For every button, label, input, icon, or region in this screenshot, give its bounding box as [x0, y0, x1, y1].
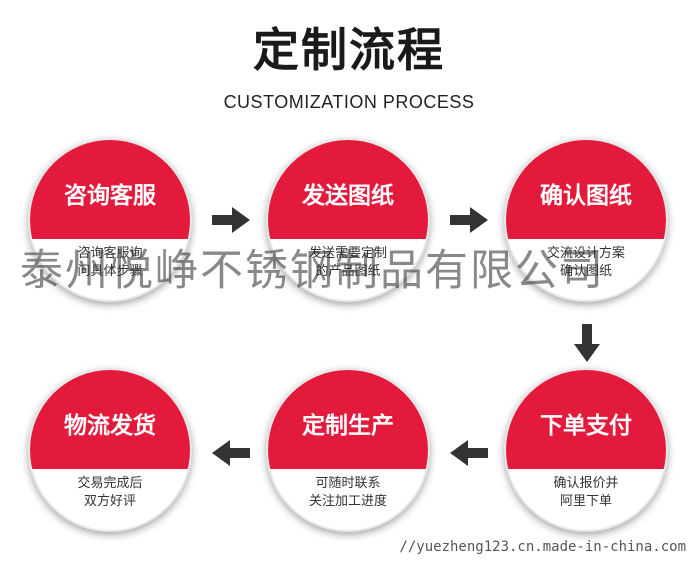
page-subtitle: CUSTOMIZATION PROCESS: [223, 92, 475, 112]
arrow-down-icon: [574, 324, 600, 362]
arrow-left-icon: [450, 440, 488, 466]
step-desc-line2: 关注加工进度: [308, 494, 387, 509]
step-desc-line2: 双方好评: [83, 494, 136, 509]
arrow-left-icon: [212, 440, 250, 466]
step-title: 确认图纸: [540, 182, 632, 209]
step-shipping: 物流发货 交易完成后 双方好评: [28, 368, 192, 532]
step-desc-line1: 交流设计方案: [546, 246, 625, 262]
step-desc-line2: 问具体步骤: [77, 264, 143, 279]
step-consult: 咨询客服 咨询客服询 问具体步骤: [28, 138, 192, 302]
step-header-band: [30, 140, 190, 240]
step-send-drawing: 发送图纸 发送需要定制 的产品图纸: [266, 138, 430, 302]
step-title: 下单支付: [540, 412, 632, 439]
arrow-right-icon: [450, 207, 488, 233]
step-header-band: [268, 140, 428, 240]
step-header-band: [506, 140, 666, 240]
source-url: //yuezheng123.cn.made-in-china.com: [399, 539, 686, 555]
step-desc-line2: 确认图纸: [559, 264, 612, 279]
step-title: 咨询客服: [64, 182, 156, 209]
step-desc-line2: 阿里下单: [559, 494, 612, 509]
step-desc-line1: 交易完成后: [77, 476, 143, 492]
step-desc-line1: 咨询客服询: [77, 246, 143, 262]
arrow-right-icon: [212, 207, 250, 233]
step-title: 定制生产: [302, 412, 394, 439]
step-production: 定制生产 可随时联系 关注加工进度: [266, 368, 430, 532]
step-header-band: [268, 370, 428, 470]
step-confirm-drawing: 确认图纸 交流设计方案 确认图纸: [504, 138, 668, 302]
step-title: 物流发货: [64, 412, 156, 439]
step-header-band: [30, 370, 190, 470]
step-desc-line2: 的产品图纸: [315, 264, 381, 279]
step-order-payment: 下单支付 确认报价并 阿里下单: [504, 368, 668, 532]
step-title: 发送图纸: [302, 182, 394, 209]
step-desc-line1: 可随时联系: [315, 476, 381, 492]
page-title: 定制流程: [253, 23, 445, 77]
step-header-band: [506, 370, 666, 470]
step-desc-line1: 确认报价并: [553, 476, 619, 492]
step-desc-line1: 发送需要定制: [308, 246, 387, 262]
